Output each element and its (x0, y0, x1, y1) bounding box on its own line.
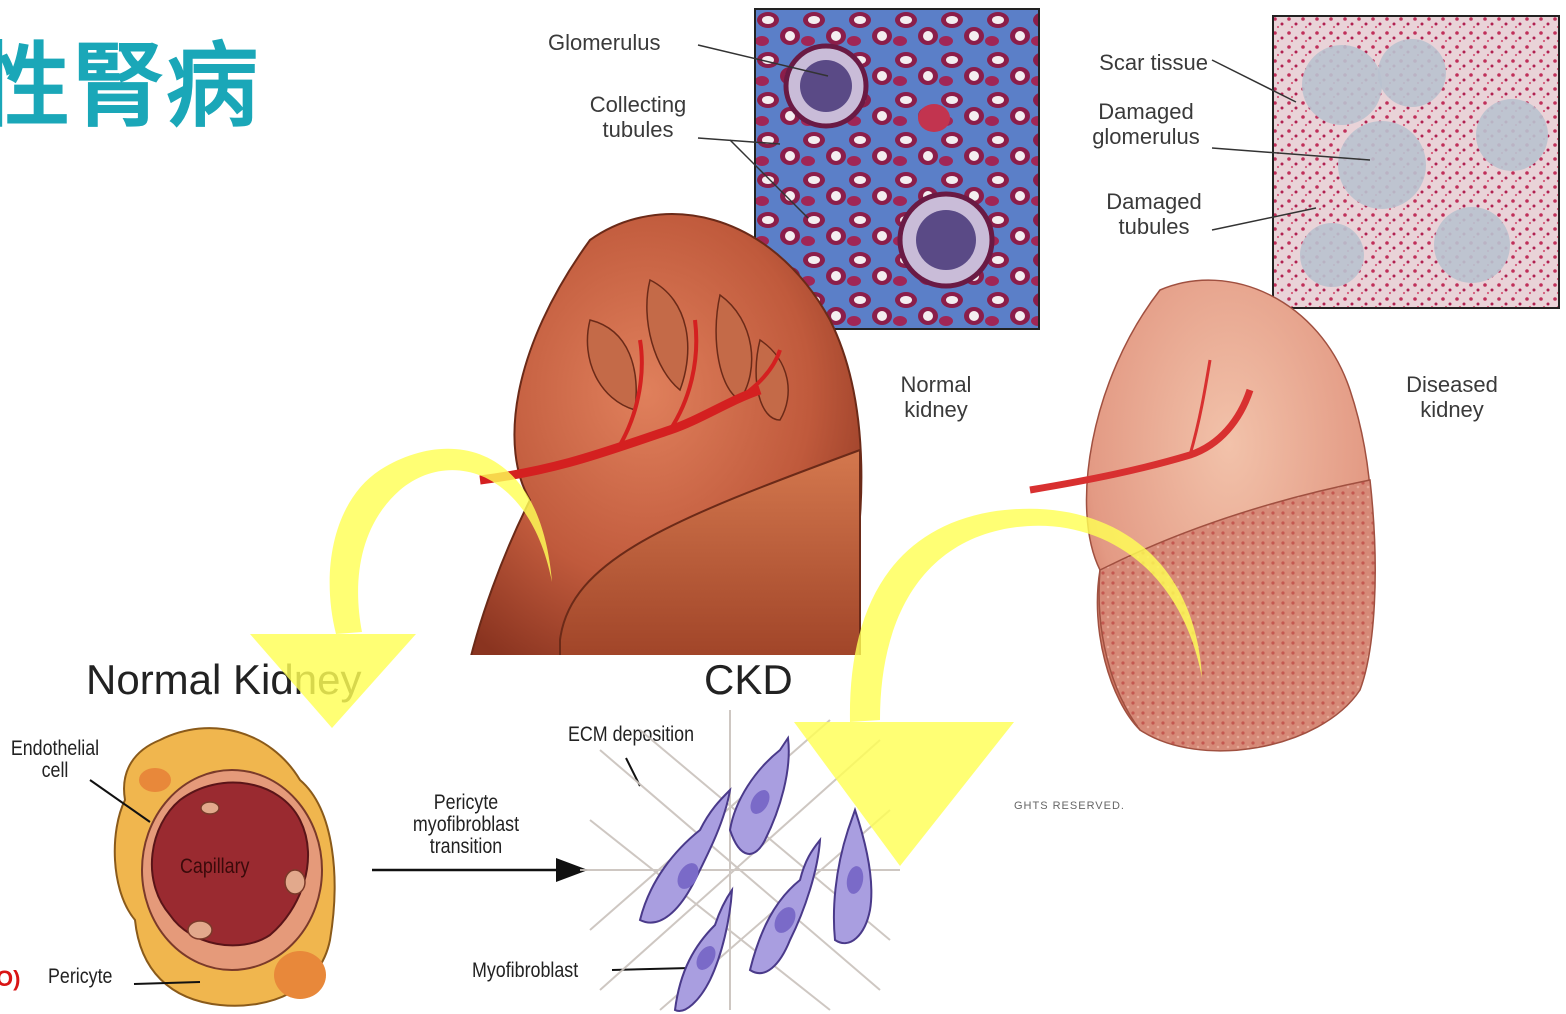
right-yellow-curved-arrow (0, 0, 1566, 1014)
